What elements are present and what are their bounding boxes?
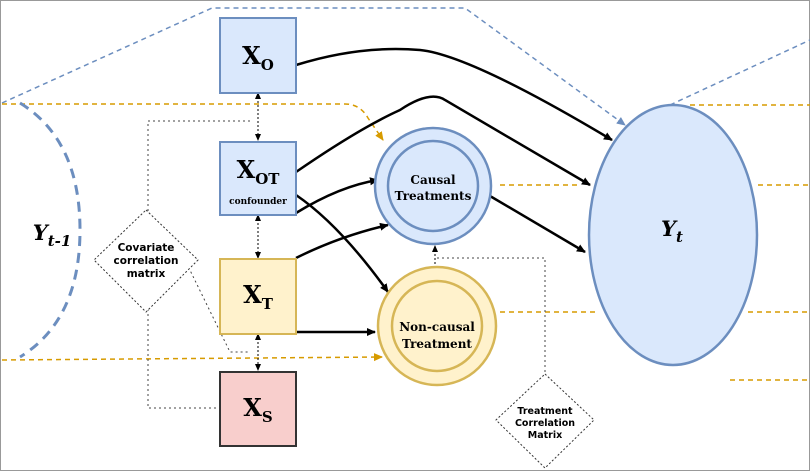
edge-xot-yt: [295, 95, 591, 187]
covariate-diamond: [93, 209, 199, 313]
noncausal-line1: Non-causal: [399, 320, 475, 334]
x-ot-node: [219, 141, 297, 216]
treatment-corr-label-1: Treatment: [517, 406, 573, 417]
y-t-node: [587, 103, 759, 367]
treatment-diamond: [495, 373, 595, 469]
causal-line1: Causal: [410, 173, 456, 187]
noncausal-line2: Treatment: [402, 337, 472, 351]
x-t-node: [219, 258, 297, 335]
treatment-corr-label-2: Correlation: [515, 418, 575, 429]
x-s-node: [219, 371, 297, 447]
covariate-label-2: correlation: [114, 255, 179, 267]
edge-causal-yt: [489, 194, 586, 254]
envelope-top-blue: [1, 7, 626, 126]
edge-xot-causal: [295, 177, 379, 215]
orange-top: [2, 103, 384, 141]
y-t-label: Yt: [661, 216, 683, 246]
x-o-node: [219, 17, 297, 94]
edge-xt-causal: [295, 222, 389, 260]
noncausal-inner: [390, 279, 484, 373]
orange-bottom: [1, 353, 383, 362]
x-o-label: XO: [242, 41, 274, 74]
edge-xot-noncausal: [295, 193, 390, 293]
treatment-connector: [437, 257, 546, 380]
covariate-label-1: Covariate: [118, 242, 175, 254]
y-prev-shape: [19, 101, 82, 359]
treatment-corr-label-3: Matrix: [528, 430, 562, 441]
x-ot-note: confounder: [229, 197, 287, 207]
causal-inner: [386, 139, 480, 233]
x-ot-label: XOT: [237, 155, 281, 188]
causal-line2: Treatments: [395, 189, 472, 203]
envelope-right-blue: [669, 39, 810, 106]
y-prev-label: Yt-1: [33, 220, 72, 250]
covariate-label-3: matrix: [127, 268, 166, 280]
edge-xo-yt: [295, 47, 613, 142]
x-s-label: XS: [243, 393, 272, 426]
x-t-label: XT: [243, 280, 274, 313]
